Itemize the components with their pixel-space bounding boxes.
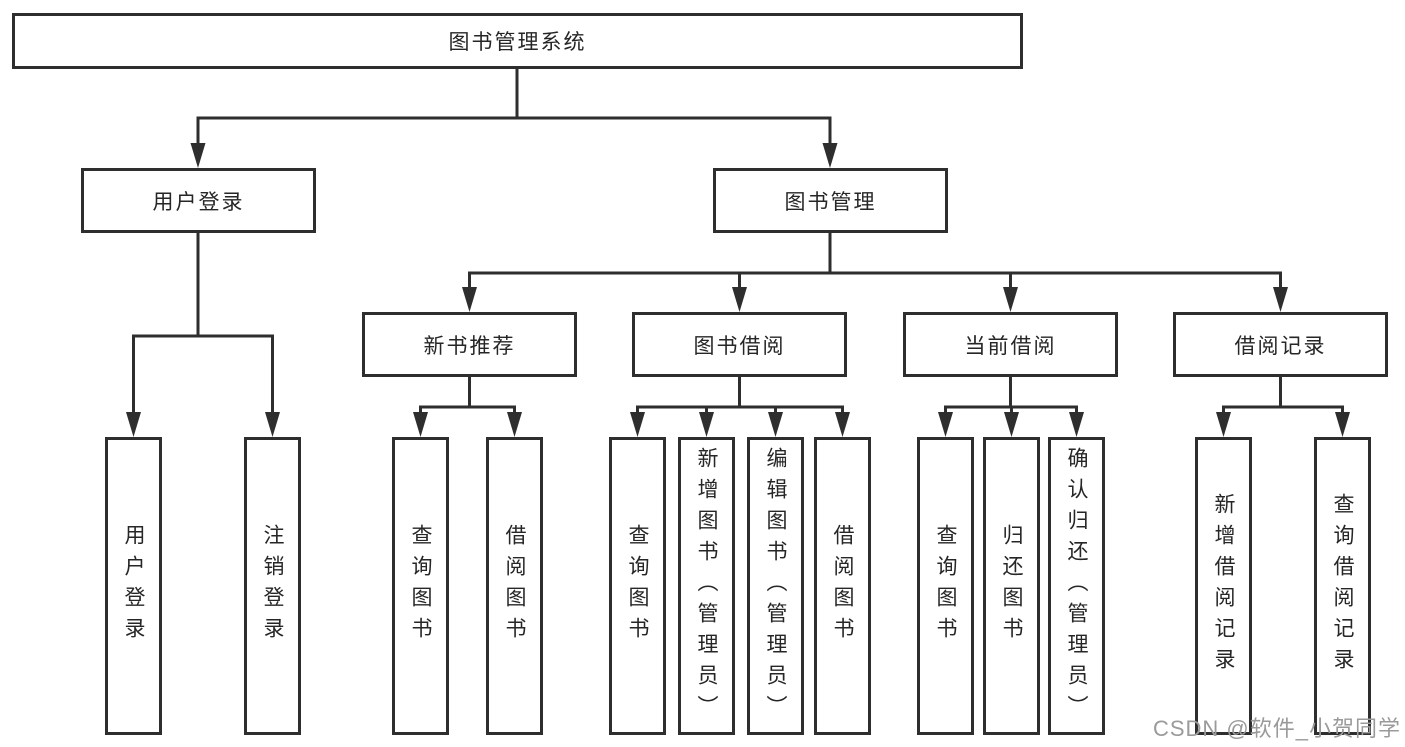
- leaf-logout: 注销登录: [244, 437, 301, 735]
- node-label: 新书推荐: [423, 334, 516, 358]
- leaf-return-books: 归还图书: [983, 437, 1040, 735]
- leaf-label: 归还图书: [1000, 524, 1024, 648]
- node-label: 用户登录: [152, 190, 245, 214]
- leaf-label: 借阅图书: [831, 524, 855, 648]
- arrowhead-icon: [1003, 287, 1018, 312]
- leaf-label: 新增图书（管理员）: [695, 446, 719, 726]
- leaf-confirm-return-admin: 确认归还（管理员）: [1048, 437, 1105, 735]
- arrowhead-icon: [938, 412, 953, 437]
- arrowhead-icon: [507, 412, 522, 437]
- leaf-label: 注销登录: [261, 524, 285, 648]
- leaf-add-borrow-record: 新增借阅记录: [1195, 437, 1252, 735]
- leaf-label: 查询图书: [409, 524, 433, 648]
- node-label: 当前借阅: [964, 334, 1057, 358]
- arrowhead-icon: [1216, 412, 1231, 437]
- arrowhead-icon: [835, 412, 850, 437]
- leaf-add-books-admin: 新增图书（管理员）: [678, 437, 735, 735]
- leaf-label: 查询借阅记录: [1331, 493, 1355, 679]
- leaf-query-books-current: 查询图书: [917, 437, 974, 735]
- leaf-edit-books-admin: 编辑图书（管理员）: [747, 437, 804, 735]
- leaf-label: 编辑图书（管理员）: [764, 446, 788, 726]
- arrowhead-icon: [732, 287, 747, 312]
- arrowhead-icon: [190, 143, 206, 168]
- node-label: 图书管理系统: [448, 31, 587, 54]
- arrowhead-icon: [1273, 287, 1288, 312]
- leaf-borrow-books-recommend: 借阅图书: [486, 437, 543, 735]
- arrowhead-icon: [768, 412, 783, 437]
- leaf-query-books-borrowing: 查询图书: [609, 437, 666, 735]
- leaf-label: 确认归还（管理员）: [1065, 446, 1089, 726]
- node-library-management-system: 图书管理系统: [12, 13, 1023, 69]
- node-label: 借阅记录: [1234, 334, 1327, 358]
- arrowhead-icon: [1335, 412, 1350, 437]
- arrowhead-icon: [822, 143, 838, 168]
- leaf-label: 查询图书: [626, 524, 650, 648]
- node-borrowing-records: 借阅记录: [1173, 312, 1388, 377]
- leaf-label: 查询图书: [934, 524, 958, 648]
- node-user-login: 用户登录: [81, 168, 316, 233]
- node-label: 图书借阅: [693, 334, 786, 358]
- node-label: 图书管理: [784, 190, 877, 214]
- arrowhead-icon: [630, 412, 645, 437]
- node-book-borrowing: 图书借阅: [632, 312, 847, 377]
- arrowhead-icon: [1004, 412, 1019, 437]
- arrowhead-icon: [265, 412, 280, 437]
- node-current-borrowing: 当前借阅: [903, 312, 1118, 377]
- arrowhead-icon: [413, 412, 428, 437]
- leaf-borrow-books: 借阅图书: [814, 437, 871, 735]
- arrowhead-icon: [126, 412, 141, 437]
- leaf-user-login: 用户登录: [105, 437, 162, 735]
- arrowhead-icon: [462, 287, 477, 312]
- arrowhead-icon: [699, 412, 714, 437]
- node-book-management: 图书管理: [713, 168, 948, 233]
- leaf-label: 用户登录: [122, 524, 146, 648]
- leaf-label: 借阅图书: [503, 524, 527, 648]
- leaf-query-books-recommend: 查询图书: [392, 437, 449, 735]
- csdn-watermark: CSDN @软件_小贺同学: [1152, 716, 1401, 741]
- leaf-label: 新增借阅记录: [1212, 493, 1236, 679]
- node-new-book-recommend: 新书推荐: [362, 312, 577, 377]
- arrowhead-icon: [1069, 412, 1084, 437]
- leaf-query-borrow-record: 查询借阅记录: [1314, 437, 1371, 735]
